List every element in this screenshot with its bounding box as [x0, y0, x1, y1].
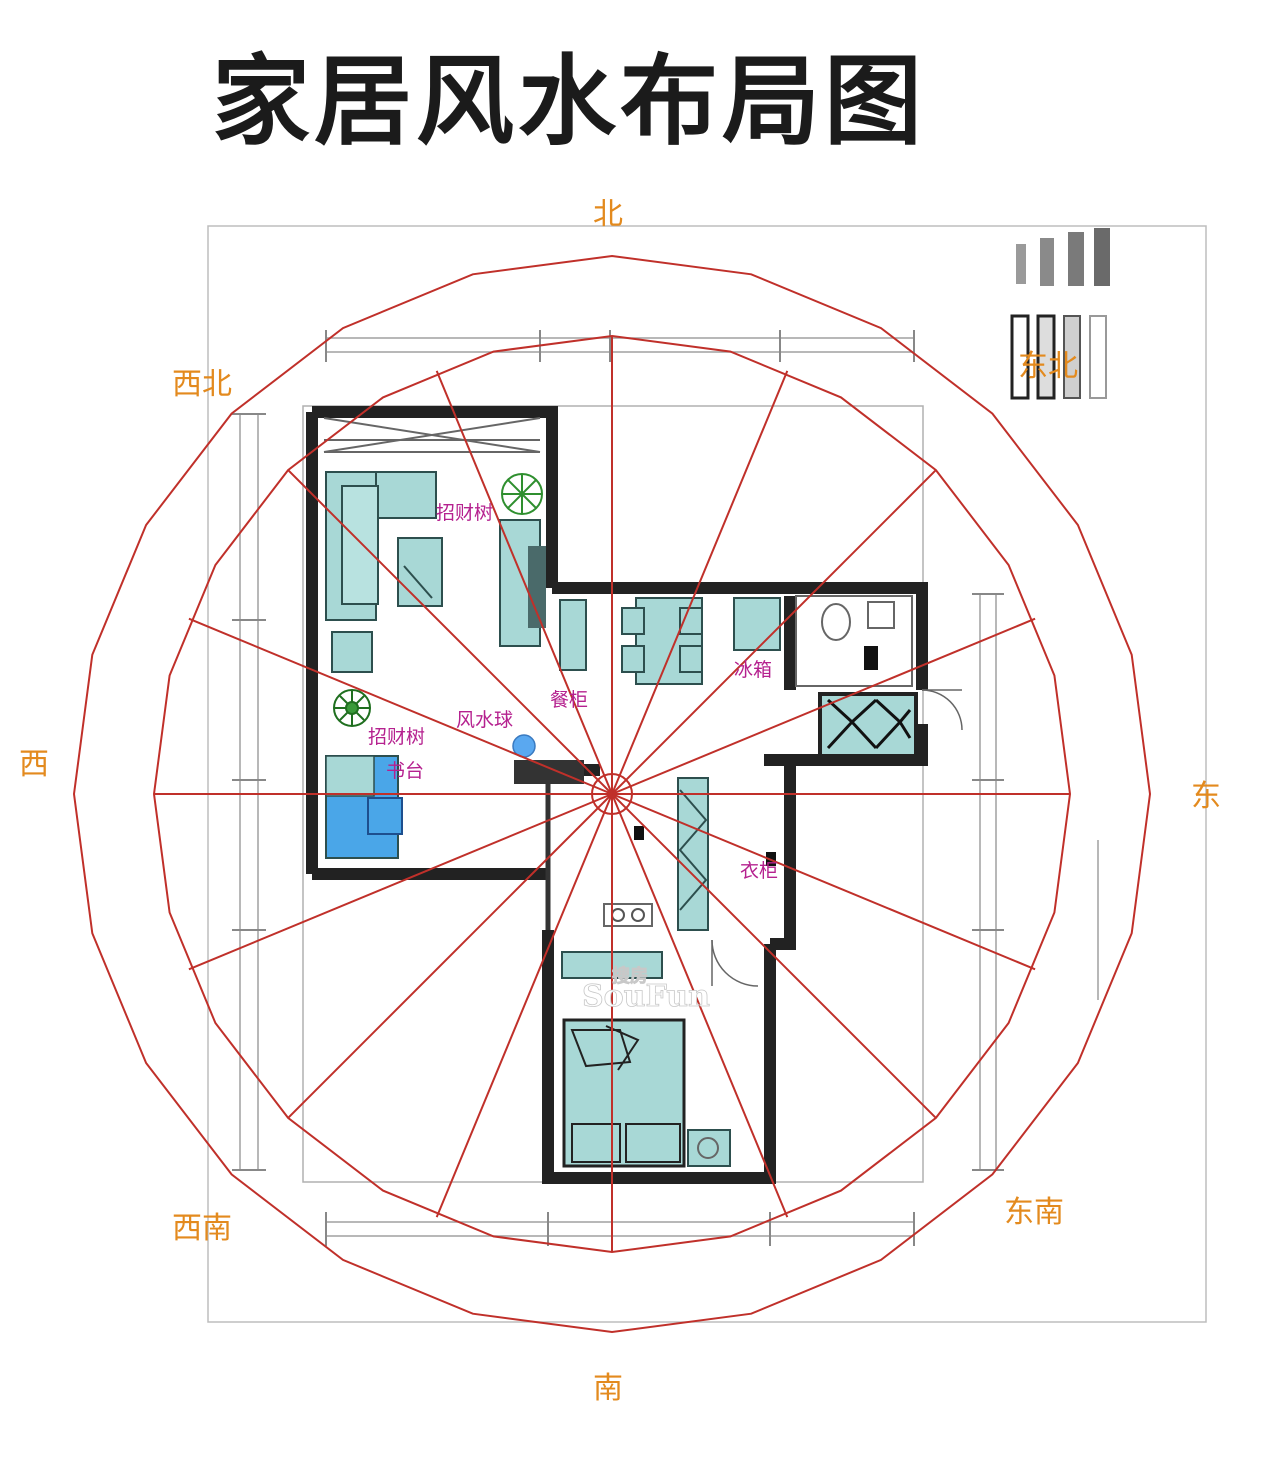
direction-west: 西	[19, 747, 49, 782]
direction-north: 北	[593, 197, 623, 232]
dimension-ticks	[232, 330, 1004, 1246]
armchair	[331, 631, 373, 673]
label-desk: 书台	[386, 760, 424, 782]
compass-ray	[611, 469, 937, 795]
money-tree-plant-left	[333, 689, 371, 727]
direction-south: 南	[593, 1371, 623, 1406]
label-money-tree-left: 招财树	[368, 726, 425, 748]
kitchen-stove	[818, 692, 918, 758]
label-wardrobe: 衣柜	[740, 860, 778, 882]
label-fridge: 冰箱	[734, 659, 772, 681]
compass-ray	[435, 793, 613, 1218]
label-dining-cabinet: 餐柜	[550, 689, 588, 711]
coffee-table	[397, 537, 443, 607]
compass-ray	[188, 793, 613, 971]
doors	[711, 689, 963, 987]
compass-hub	[591, 773, 633, 815]
compass-ray	[287, 469, 613, 795]
closet-storage	[323, 417, 541, 453]
plan-frame	[207, 225, 1207, 1323]
compass-ray	[611, 793, 937, 1119]
compass-ray	[611, 617, 1036, 795]
walls	[306, 406, 928, 1184]
legend-block	[1010, 228, 1110, 400]
compass-ray	[435, 370, 613, 795]
bagua-compass	[72, 254, 1152, 1334]
direction-southwest: 西南	[172, 1211, 232, 1246]
compass-ray	[188, 617, 613, 795]
direction-east: 东	[1191, 779, 1221, 814]
sofa	[325, 471, 437, 621]
compass-ray	[611, 793, 1036, 971]
compass-ray	[287, 793, 613, 1119]
label-fengshui-ball: 风水球	[456, 709, 513, 731]
bathroom-fixtures	[795, 595, 913, 687]
dining-cabinet	[559, 599, 587, 671]
watermark-chinese: 搜房	[612, 965, 648, 987]
compass-outer-ring	[72, 254, 1152, 1334]
direction-northeast: 东北	[1018, 349, 1078, 384]
direction-northwest: 西北	[172, 367, 232, 402]
money-tree-plant-top	[501, 473, 543, 515]
compass-ray	[611, 370, 789, 795]
nightstand	[687, 1129, 731, 1167]
page-title: 家居风水布局图	[212, 45, 927, 159]
dimension-lines	[239, 337, 1099, 1237]
desk-chair	[367, 797, 403, 835]
label-money-tree-top: 招财树	[436, 502, 493, 524]
direction-southeast: 东南	[1004, 1195, 1064, 1230]
watermark-logo: SouFun	[582, 979, 710, 1014]
compass-ray	[611, 793, 789, 1218]
fridge	[733, 597, 781, 651]
